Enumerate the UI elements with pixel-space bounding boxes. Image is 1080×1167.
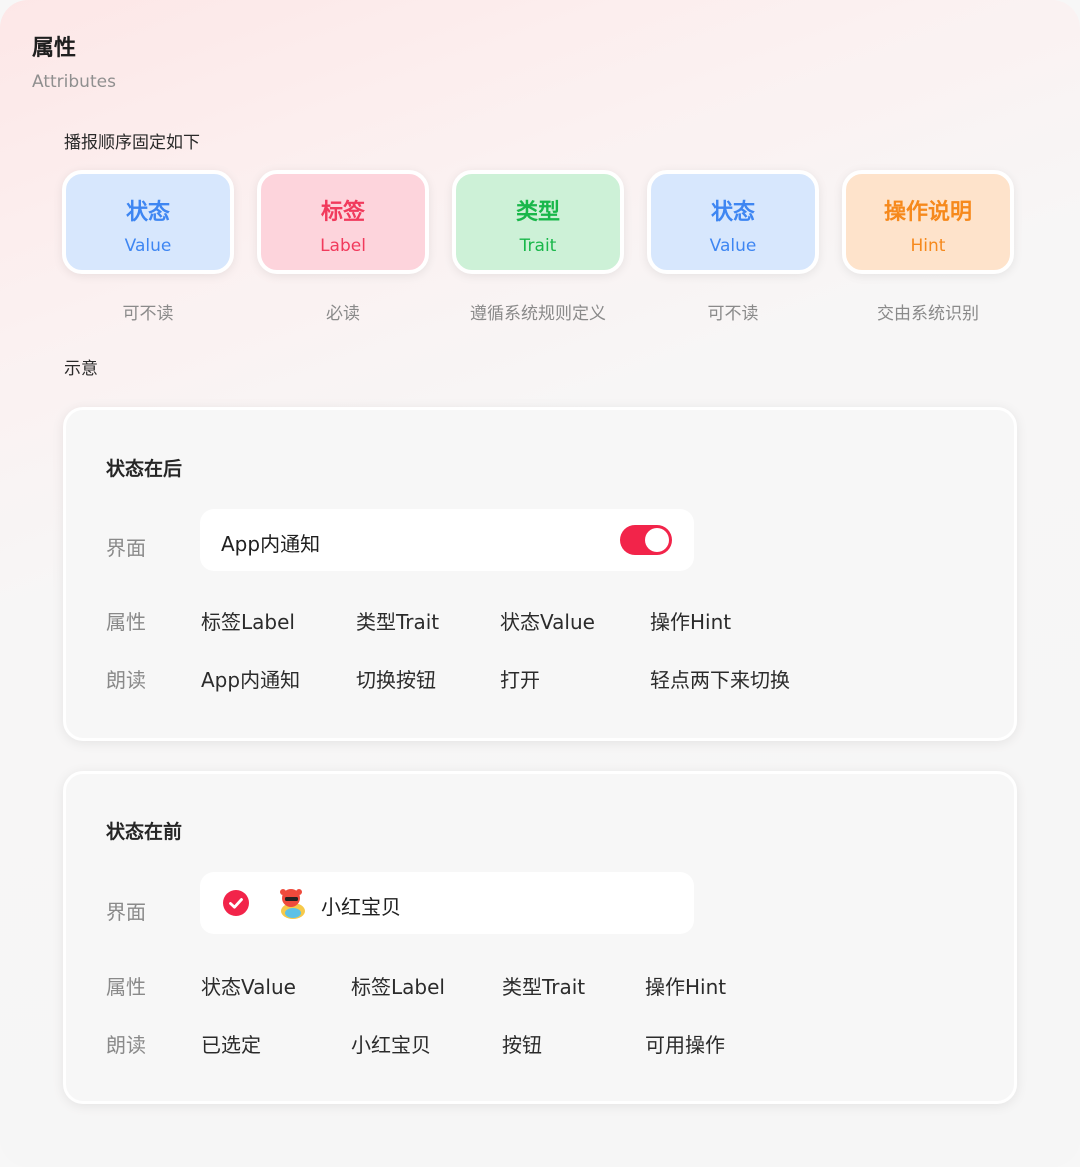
demo-intro: 示意 bbox=[64, 359, 98, 379]
ui-row-label: 界面 bbox=[106, 536, 146, 560]
ui-row-label: 界面 bbox=[106, 900, 146, 924]
chip-note: 可不读 bbox=[707, 304, 759, 324]
chip-zh: 操作说明 bbox=[883, 200, 972, 225]
notification-toggle[interactable] bbox=[620, 525, 672, 555]
contact-row: 小红宝贝 bbox=[200, 872, 694, 934]
read-cell: 轻点两下来切换 bbox=[650, 668, 790, 692]
attr-cell: 类型Trait bbox=[502, 975, 586, 999]
notification-setting-row: App内通知 bbox=[200, 509, 694, 571]
setting-label: App内通知 bbox=[221, 532, 321, 556]
chip-value-second: 状态 Value bbox=[647, 170, 819, 274]
attr-row-label: 属性 bbox=[106, 975, 146, 999]
chip-en: Hint bbox=[910, 236, 946, 256]
chip-zh: 状态 bbox=[710, 200, 755, 225]
chip-zh: 类型 bbox=[515, 200, 560, 225]
read-row-label: 朗读 bbox=[106, 668, 146, 692]
contact-name: 小红宝贝 bbox=[321, 895, 401, 919]
read-row-label: 朗读 bbox=[106, 1033, 146, 1057]
selected-check-icon[interactable] bbox=[223, 890, 249, 916]
attr-cell: 标签Label bbox=[201, 610, 295, 634]
card-title: 状态在前 bbox=[106, 821, 183, 843]
chip-hint: 操作说明 Hint bbox=[842, 170, 1014, 274]
read-cell: App内通知 bbox=[201, 668, 301, 692]
read-cell: 小红宝贝 bbox=[351, 1033, 431, 1057]
card-title: 状态在后 bbox=[106, 458, 183, 480]
chip-en: Value bbox=[124, 236, 172, 256]
attr-cell: 状态Value bbox=[201, 975, 296, 999]
read-cell: 可用操作 bbox=[645, 1033, 725, 1057]
chip-label: 标签 Label bbox=[257, 170, 429, 274]
chip-note: 可不读 bbox=[122, 304, 174, 324]
page-subtitle: Attributes bbox=[32, 72, 116, 92]
toggle-knob bbox=[645, 528, 669, 552]
read-cell: 切换按钮 bbox=[356, 668, 436, 692]
attr-cell: 标签Label bbox=[351, 975, 445, 999]
chip-zh: 标签 bbox=[320, 200, 365, 225]
read-cell: 打开 bbox=[500, 668, 540, 692]
attr-cell: 类型Trait bbox=[356, 610, 440, 634]
attr-row-label: 属性 bbox=[106, 610, 146, 634]
read-cell: 已选定 bbox=[201, 1033, 261, 1057]
chip-note: 交由系统识别 bbox=[877, 304, 979, 324]
chip-en: Trait bbox=[519, 236, 557, 256]
chip-value-first: 状态 Value bbox=[62, 170, 234, 274]
chip-zh: 状态 bbox=[125, 200, 170, 225]
attr-cell: 操作Hint bbox=[645, 975, 727, 999]
example-card-state-before: 状态在前 界面 小红宝贝 属性 状态 bbox=[63, 771, 1017, 1104]
chip-en: Value bbox=[709, 236, 757, 256]
page-title: 属性 bbox=[32, 36, 77, 61]
chip-note: 遵循系统规则定义 bbox=[470, 304, 606, 324]
chip-trait: 类型 Trait bbox=[452, 170, 624, 274]
read-cell: 按钮 bbox=[502, 1033, 542, 1057]
order-intro: 播报顺序固定如下 bbox=[64, 133, 200, 153]
attr-cell: 操作Hint bbox=[650, 610, 732, 634]
avatar bbox=[274, 884, 312, 922]
attr-cell: 状态Value bbox=[500, 610, 595, 634]
chip-en: Label bbox=[320, 236, 366, 256]
example-card-state-after: 状态在后 界面 App内通知 属性 标签Label 类型Trait 状态Valu… bbox=[63, 407, 1017, 741]
chip-note: 必读 bbox=[326, 304, 360, 324]
